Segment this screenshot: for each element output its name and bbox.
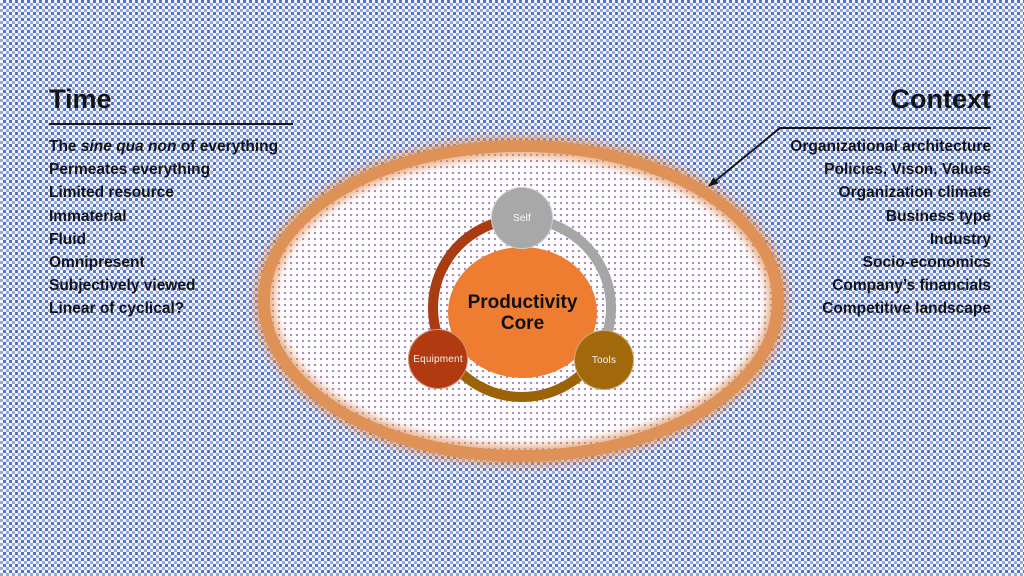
time-intro-prefix: The — [49, 138, 81, 155]
node-self: Self — [491, 187, 553, 249]
time-title: Time — [49, 84, 112, 114]
context-item: Organization climate — [838, 184, 991, 202]
context-panel: Context Organizational architecture Poli… — [725, 84, 991, 321]
context-item: Competitive landscape — [822, 300, 991, 318]
context-arrow — [708, 127, 991, 187]
time-item: Omnipresent — [49, 254, 145, 272]
context-item: Industry — [929, 230, 991, 248]
context-item: Policies, Vison, Values — [824, 161, 991, 179]
context-item: Socio-economics — [862, 254, 991, 272]
time-underline — [49, 123, 293, 125]
time-item: Limited resource — [49, 184, 174, 202]
context-item: Organizational architecture — [790, 138, 991, 155]
context-list: Organizational architecture Policies, Vi… — [725, 135, 991, 321]
time-item: Permeates everything — [49, 161, 211, 179]
time-item: Linear of cyclical? — [49, 300, 185, 318]
time-item-intro: The sine qua non of everything — [49, 135, 299, 158]
time-item: Fluid — [49, 230, 87, 248]
time-intro-suffix: of everything — [176, 138, 279, 155]
time-item: Subjectively viewed — [49, 277, 196, 295]
context-item: Company’s financials — [832, 277, 991, 295]
productivity-core-label: Productivity Core — [467, 291, 578, 334]
productivity-core-circle: Productivity Core — [448, 247, 597, 378]
node-self-label: Self — [512, 212, 532, 224]
time-list: The sine qua non of everything Permeates… — [49, 135, 299, 321]
context-title: Context — [890, 84, 992, 114]
node-tools: Tools — [574, 330, 634, 390]
node-equipment: Equipment — [408, 329, 468, 389]
time-intro-italic: sine qua non — [80, 138, 177, 155]
context-item: Business type — [885, 207, 991, 225]
time-item: Immaterial — [49, 207, 127, 225]
node-equipment-label: Equipment — [413, 353, 463, 365]
node-tools-label: Tools — [591, 354, 617, 366]
time-panel: Time The sine qua non of everything Perm… — [49, 84, 299, 321]
